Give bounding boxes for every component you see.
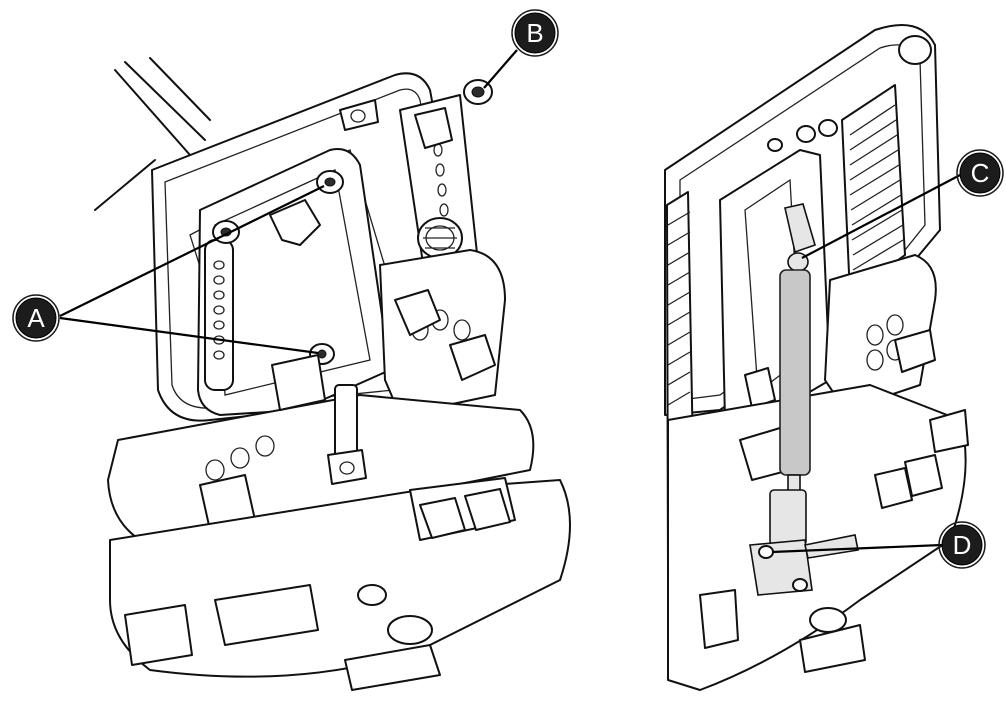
callout-b: B: [511, 9, 559, 57]
leader-lines: [59, 49, 963, 554]
gas-strut: [749, 203, 859, 596]
slot-strip-left: [204, 239, 234, 391]
leader-a-top: [59, 185, 325, 317]
callout-a-label: A: [27, 303, 45, 333]
callout-d: D: [938, 521, 986, 569]
leader-a-bottom: [59, 316, 319, 355]
leader-c: [801, 173, 963, 259]
leader-d: [771, 543, 943, 554]
screw-middle: [309, 343, 335, 365]
callout-c-label: C: [971, 158, 990, 188]
callout-c: C: [956, 149, 1004, 197]
top-clip: [269, 199, 321, 246]
leader-b: [483, 49, 518, 89]
right-view-gas-strut-assembly: [664, 24, 969, 691]
left-view-backrest-assembly: [94, 57, 571, 691]
screw-top-right: [316, 170, 344, 194]
side-pad: [379, 249, 506, 416]
callout-b-label: B: [526, 18, 543, 48]
callout-a: A: [12, 294, 60, 342]
vent-grille-right: [841, 84, 906, 296]
callout-d-label: D: [953, 530, 972, 560]
adjustment-knob: [417, 217, 463, 259]
